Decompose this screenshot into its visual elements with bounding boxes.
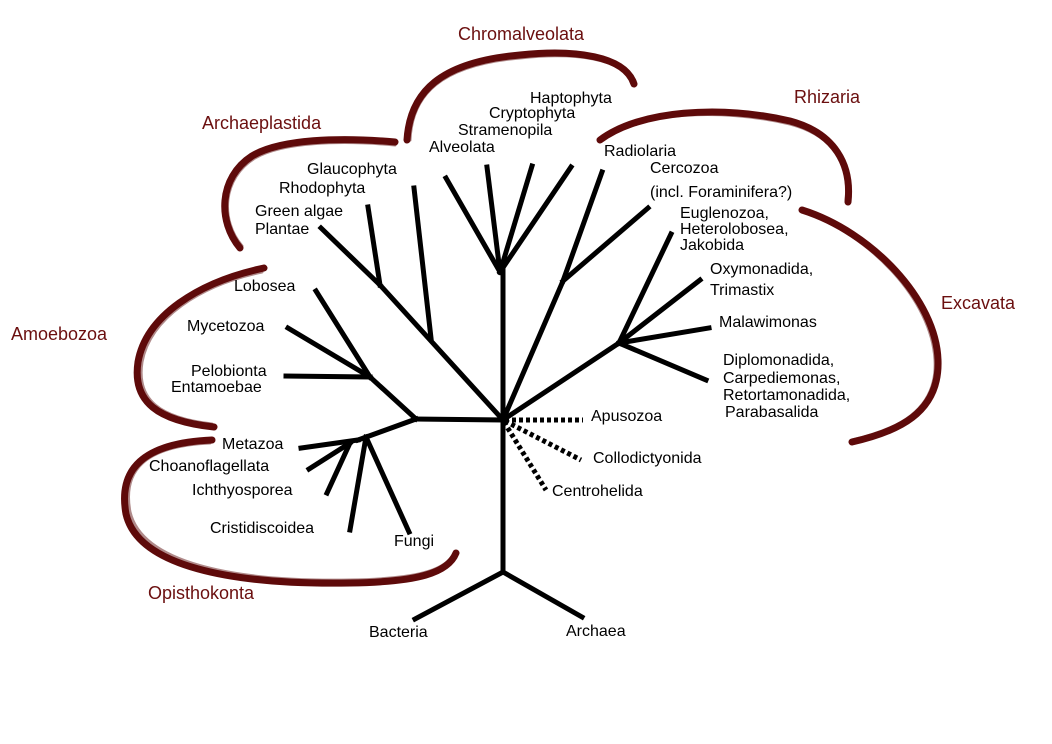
amoebozoa-bracket bbox=[133, 264, 268, 431]
leaf-label-alveolata: Alveolata bbox=[429, 139, 495, 156]
leaf-label-ichthyosporea: Ichthyosporea bbox=[192, 482, 293, 499]
leaf-label-pelobionta: Pelobionta bbox=[191, 363, 267, 380]
group-label-opisthokonta: Opisthokonta bbox=[148, 583, 255, 603]
branch-archaeplastida-stem bbox=[376, 281, 507, 424]
leaf-label-cristidiscoidea: Cristidiscoidea bbox=[210, 520, 315, 537]
opisthokonta-bracket bbox=[121, 436, 460, 587]
group-label-excavata: Excavata bbox=[941, 293, 1016, 313]
leaf-label-mycetozoa: Mycetozoa bbox=[187, 318, 265, 335]
branch-mycetozoa bbox=[284, 324, 374, 381]
branch-pelobionta bbox=[283, 373, 373, 380]
leaf-label-diplomonadida: Diplomonadida, bbox=[723, 352, 835, 369]
branch-cercozoa bbox=[559, 204, 652, 285]
branch-collodictyonida bbox=[503, 418, 583, 463]
leaf-label-cercozoa: Cercozoa bbox=[650, 160, 719, 177]
uncertain-branches bbox=[501, 417, 583, 492]
leaf-label-cercozoa-note: (incl. Foraminifera?) bbox=[650, 184, 793, 201]
rhizaria-bracket bbox=[596, 108, 853, 206]
leaf-label-bacteria: Bacteria bbox=[369, 624, 428, 641]
branch-rhodophyta bbox=[365, 204, 383, 288]
branch-amoebozoa-stem bbox=[366, 373, 420, 423]
group-label-amoebozoa: Amoebozoa bbox=[11, 324, 108, 344]
leaf-label-green-algae: Green algae bbox=[255, 203, 344, 220]
leaf-label-haptophyta: Haptophyta bbox=[530, 90, 612, 107]
leaf-label-stramenopila: Stramenopila bbox=[458, 122, 553, 139]
leaf-label-fungi: Fungi bbox=[394, 533, 435, 550]
leaf-label-choanoflagellata: Choanoflagellata bbox=[149, 458, 270, 475]
branch-lobosea bbox=[312, 287, 374, 381]
branch-plantae bbox=[317, 224, 384, 289]
branch-choanoflagellata bbox=[305, 439, 354, 473]
group-label-rhizaria: Rhizaria bbox=[794, 87, 861, 107]
leaf-label-carpediemonas: Carpediemonas, bbox=[723, 370, 841, 387]
branch-malawimonas bbox=[616, 325, 712, 346]
branch-fungi bbox=[362, 433, 413, 536]
archaeplastida-bracket bbox=[221, 136, 399, 252]
branch-alveolata bbox=[442, 174, 504, 276]
leaf-label-retortamonadida: Retortamonadida, bbox=[723, 387, 851, 404]
leaf-label-rhodophyta: Rhodophyta bbox=[279, 180, 366, 197]
leaf-label-heterolobosea: Heterolobosea, bbox=[680, 221, 789, 238]
branch-cryptophyta bbox=[496, 162, 536, 276]
group-label-chromalveolata: Chromalveolata bbox=[458, 24, 585, 44]
leaf-label-radiolaria: Radiolaria bbox=[604, 143, 677, 160]
leaf-label-centrohelida: Centrohelida bbox=[552, 483, 643, 500]
leaf-label-archaea: Archaea bbox=[566, 623, 626, 640]
branch-glaucophyta bbox=[411, 185, 434, 341]
branch-centrohelida bbox=[501, 420, 549, 492]
group-label-archaeplastida: Archaeplastida bbox=[202, 113, 322, 133]
leaf-label-lobosea: Lobosea bbox=[234, 278, 296, 295]
excavata-bracket bbox=[798, 206, 942, 446]
leaf-label-collodictyonida: Collodictyonida bbox=[593, 450, 702, 467]
branches bbox=[283, 162, 712, 623]
leaf-label-plantae: Plantae bbox=[255, 221, 310, 238]
leaf-label-oxymonadida: Oxymonadida, bbox=[710, 261, 814, 278]
chromalveolata-bracket bbox=[403, 49, 638, 144]
branch-excavata-stem bbox=[499, 339, 623, 424]
branch-archaea bbox=[499, 568, 586, 621]
leaf-label-trimastix: Trimastix bbox=[710, 282, 775, 299]
leaf-label-euglenozoa: Euglenozoa, bbox=[680, 205, 769, 222]
branch-haptophyta bbox=[496, 163, 575, 276]
group-brackets bbox=[121, 49, 942, 587]
branch-euglenozoa bbox=[615, 230, 675, 347]
leaf-label-malawimonas: Malawimonas bbox=[719, 314, 817, 331]
branch-bacteria bbox=[411, 568, 507, 623]
branch-ichthyosporea bbox=[323, 439, 354, 497]
leaf-label-apusozoa: Apusozoa bbox=[591, 408, 663, 425]
branch-unikont-stem bbox=[413, 416, 506, 423]
branch-rhizaria-stem bbox=[499, 277, 567, 424]
branch-diplomonadida bbox=[615, 339, 710, 384]
leaf-label-cryptophyta: Cryptophyta bbox=[489, 105, 576, 122]
branch-oxymonadida bbox=[615, 276, 704, 347]
branch-cristidiscoidea bbox=[347, 434, 369, 533]
branch-radiolaria bbox=[559, 168, 606, 285]
leaf-label-metazoa: Metazoa bbox=[222, 436, 284, 453]
leaf-label-jakobida: Jakobida bbox=[680, 237, 745, 254]
leaf-label-parabasalida: Parabasalida bbox=[725, 404, 819, 421]
branch-stramenopila bbox=[484, 164, 503, 275]
leaf-label-glaucophyta: Glaucophyta bbox=[307, 161, 397, 178]
leaf-label-entamoebae: Entamoebae bbox=[171, 379, 262, 396]
